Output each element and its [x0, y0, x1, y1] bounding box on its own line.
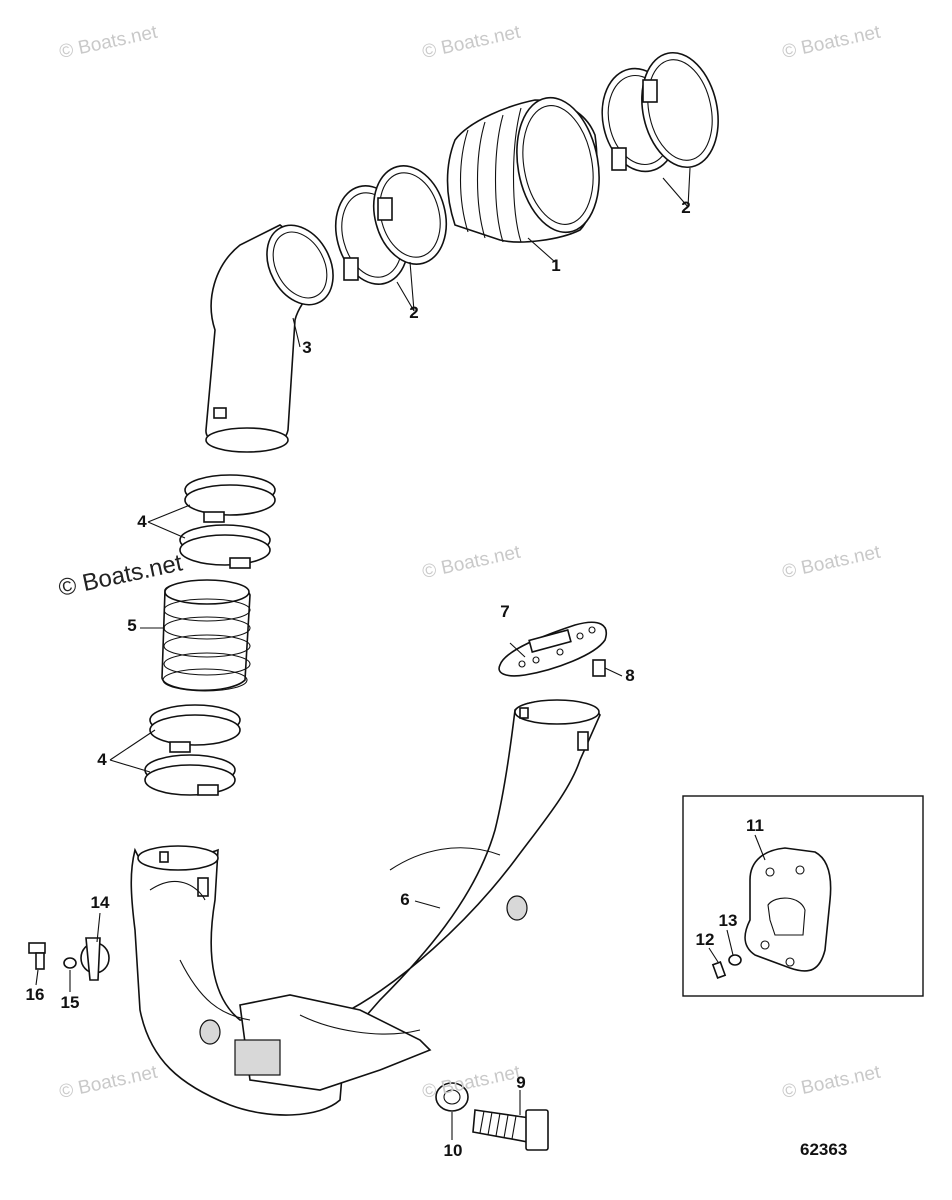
part-13-washer — [728, 954, 742, 966]
part-15-washer — [63, 957, 77, 969]
callout-4-lower: 4 — [97, 750, 107, 769]
part-8-block — [592, 659, 606, 677]
inset-box — [682, 795, 924, 997]
part-4-clamp-pair-upper — [179, 474, 276, 569]
part-14-clip — [80, 937, 110, 981]
callout-5: 5 — [127, 616, 137, 635]
callout-2-right: 2 — [681, 198, 691, 217]
callout-11: 11 — [746, 816, 764, 835]
callout-13: 13 — [718, 911, 738, 930]
callout-9: 9 — [516, 1073, 526, 1092]
part-6-exhaust-pipe — [130, 699, 601, 1116]
callout-15: 15 — [60, 993, 80, 1012]
part-2-clamp-pair-right — [601, 51, 719, 173]
callout-4-upper: 4 — [137, 512, 147, 531]
callout-1: 1 — [551, 256, 561, 275]
callout-8: 8 — [625, 666, 635, 685]
callout-12: 12 — [695, 930, 715, 949]
part-16-screw — [28, 942, 46, 970]
callout-14: 14 — [90, 893, 110, 912]
part-5-small-bellows — [161, 579, 251, 692]
callout-16: 16 — [25, 985, 45, 1004]
figure-number: 62363 — [800, 1140, 848, 1159]
callout-3: 3 — [302, 338, 312, 357]
part-3-exhaust-elbow — [205, 224, 334, 453]
part-11-gasket — [744, 847, 832, 972]
callout-2-middle: 2 — [409, 303, 419, 322]
callout-7: 7 — [500, 602, 510, 621]
part-1-bellows — [446, 96, 600, 243]
part-4-clamp-pair-lower — [144, 704, 241, 796]
callout-10: 10 — [443, 1141, 463, 1160]
part-7-plate — [498, 621, 607, 677]
part-9-bolt — [472, 1109, 549, 1151]
part-12-screw — [711, 961, 727, 979]
callout-6: 6 — [400, 890, 410, 909]
part-2-clamp-pair-middle — [335, 165, 447, 285]
leader-lines — [35, 167, 766, 1140]
part-10-washer — [435, 1082, 469, 1112]
